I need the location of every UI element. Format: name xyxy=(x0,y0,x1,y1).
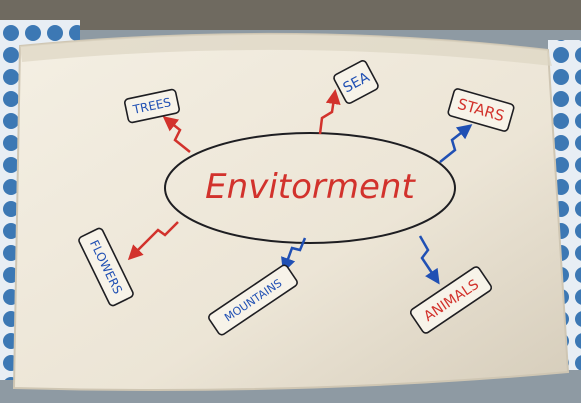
arrow-trees xyxy=(162,116,191,153)
center-label: Envitorment xyxy=(205,167,416,207)
stars-box xyxy=(447,88,515,132)
arrow-sea xyxy=(318,89,341,135)
desk-edge xyxy=(0,0,581,30)
arrow-stars xyxy=(439,124,473,163)
paper-sheet xyxy=(12,32,570,391)
mountains-box xyxy=(208,264,298,336)
arrow-mountains xyxy=(281,237,307,273)
arrow-animals xyxy=(418,235,440,285)
paper-curl xyxy=(20,33,552,66)
flowers-box xyxy=(78,227,134,307)
center-ellipse xyxy=(164,132,456,244)
animals-box xyxy=(409,266,493,334)
sea-box xyxy=(333,60,379,104)
trees-box xyxy=(124,88,180,124)
arrow-flowers xyxy=(127,221,179,261)
